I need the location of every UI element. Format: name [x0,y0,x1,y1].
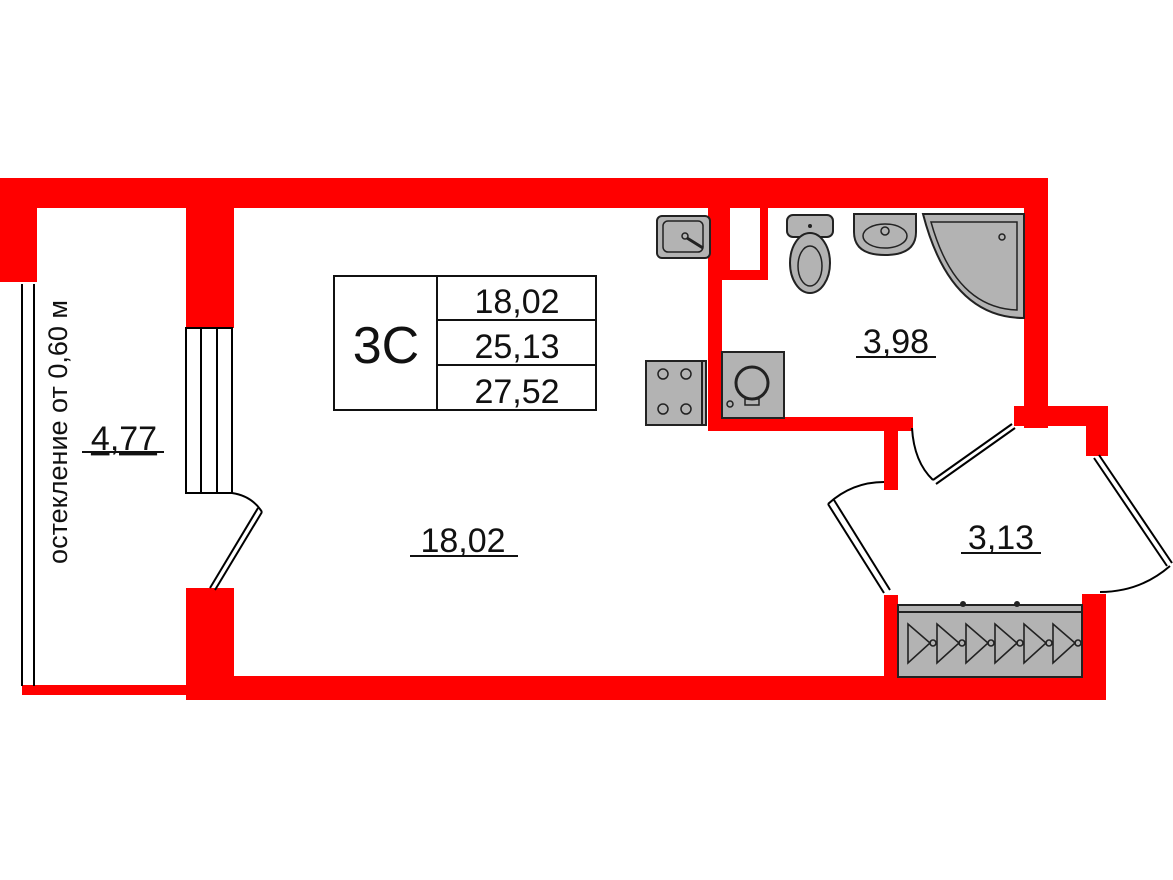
unit-info-box [333,275,597,411]
glazing-note: остекление от 0,60 м [43,300,73,564]
walls [0,178,1108,700]
shower-icon [921,213,1025,320]
exit-door [1093,454,1173,593]
washing-machine-icon [721,351,785,419]
living-room-area-label: 18,02 [420,522,505,560]
balcony-door [209,492,263,591]
toilet-icon [786,214,834,294]
total-area-value: 25,13 [474,328,559,366]
living-area-value: 18,02 [474,283,559,321]
kitchen-sink-icon [656,215,711,259]
wardrobe [897,601,1083,678]
balcony-window [185,327,233,494]
unit-type-label: 3С [353,317,419,375]
entrance-door [827,481,891,594]
stove-icon [645,360,707,426]
hallway-area-label: 3,13 [968,519,1034,557]
balcony-glazing [21,284,35,686]
bathroom-sink-icon [853,213,917,257]
bathroom-area-label: 3,98 [863,323,929,361]
total-area-with-balcony-value: 27,52 [474,373,559,411]
bathroom-door [911,423,1016,485]
